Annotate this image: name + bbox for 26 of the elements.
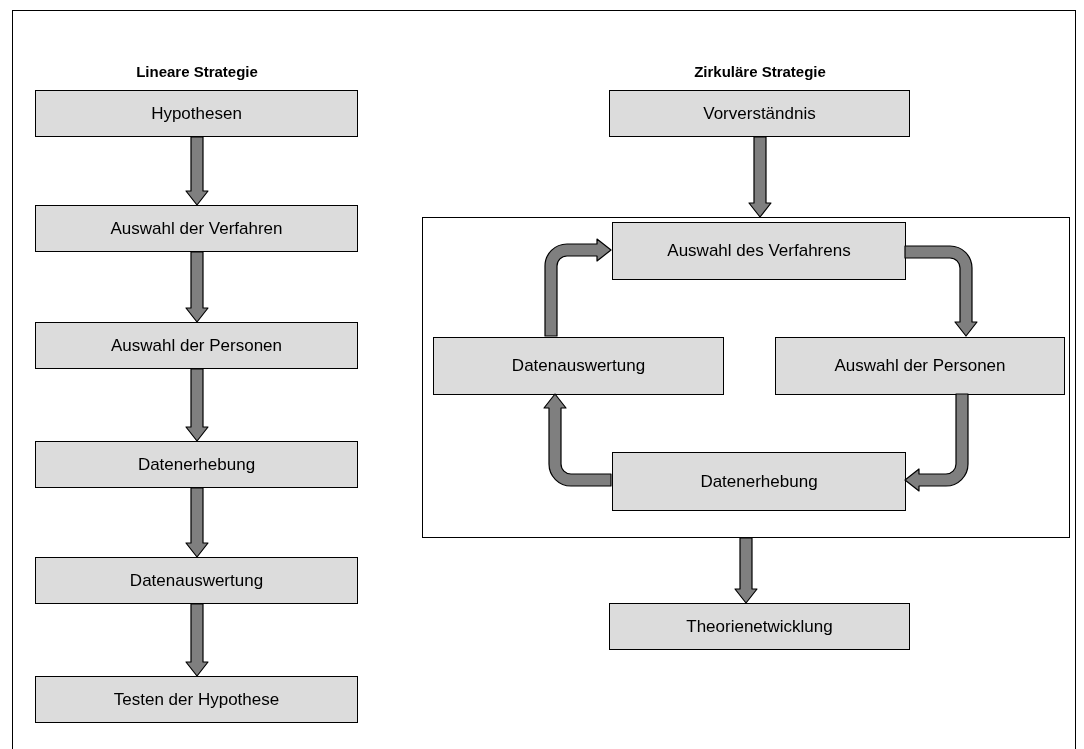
column-heading: Lineare Strategie [136, 61, 258, 82]
process-box: Theorienetwicklung [609, 603, 910, 650]
process-box: Datenauswertung [433, 337, 724, 395]
process-box: Auswahl der Personen [775, 337, 1065, 395]
block-arrow [734, 537, 758, 604]
block-arrow [185, 251, 209, 323]
process-box: Vorverständnis [609, 90, 910, 137]
process-box: Auswahl der Personen [35, 322, 358, 369]
block-arrow [748, 136, 772, 218]
process-box: Hypothesen [35, 90, 358, 137]
process-box: Testen der Hypothese [35, 676, 358, 723]
column-heading: Zirkuläre Strategie [694, 61, 826, 82]
block-arrow [185, 487, 209, 558]
block-arrow [185, 368, 209, 442]
process-box: Datenerhebung [612, 452, 906, 511]
process-box: Datenauswertung [35, 557, 358, 604]
process-box: Auswahl der Verfahren [35, 205, 358, 252]
block-arrow [904, 393, 969, 492]
process-box: Datenerhebung [35, 441, 358, 488]
process-box: Auswahl des Verfahrens [612, 222, 906, 280]
block-arrow [904, 245, 978, 337]
block-arrow [185, 136, 209, 206]
block-arrow [543, 393, 612, 487]
block-arrow [544, 238, 612, 337]
block-arrow [185, 603, 209, 677]
cycle-frame [422, 217, 1070, 538]
